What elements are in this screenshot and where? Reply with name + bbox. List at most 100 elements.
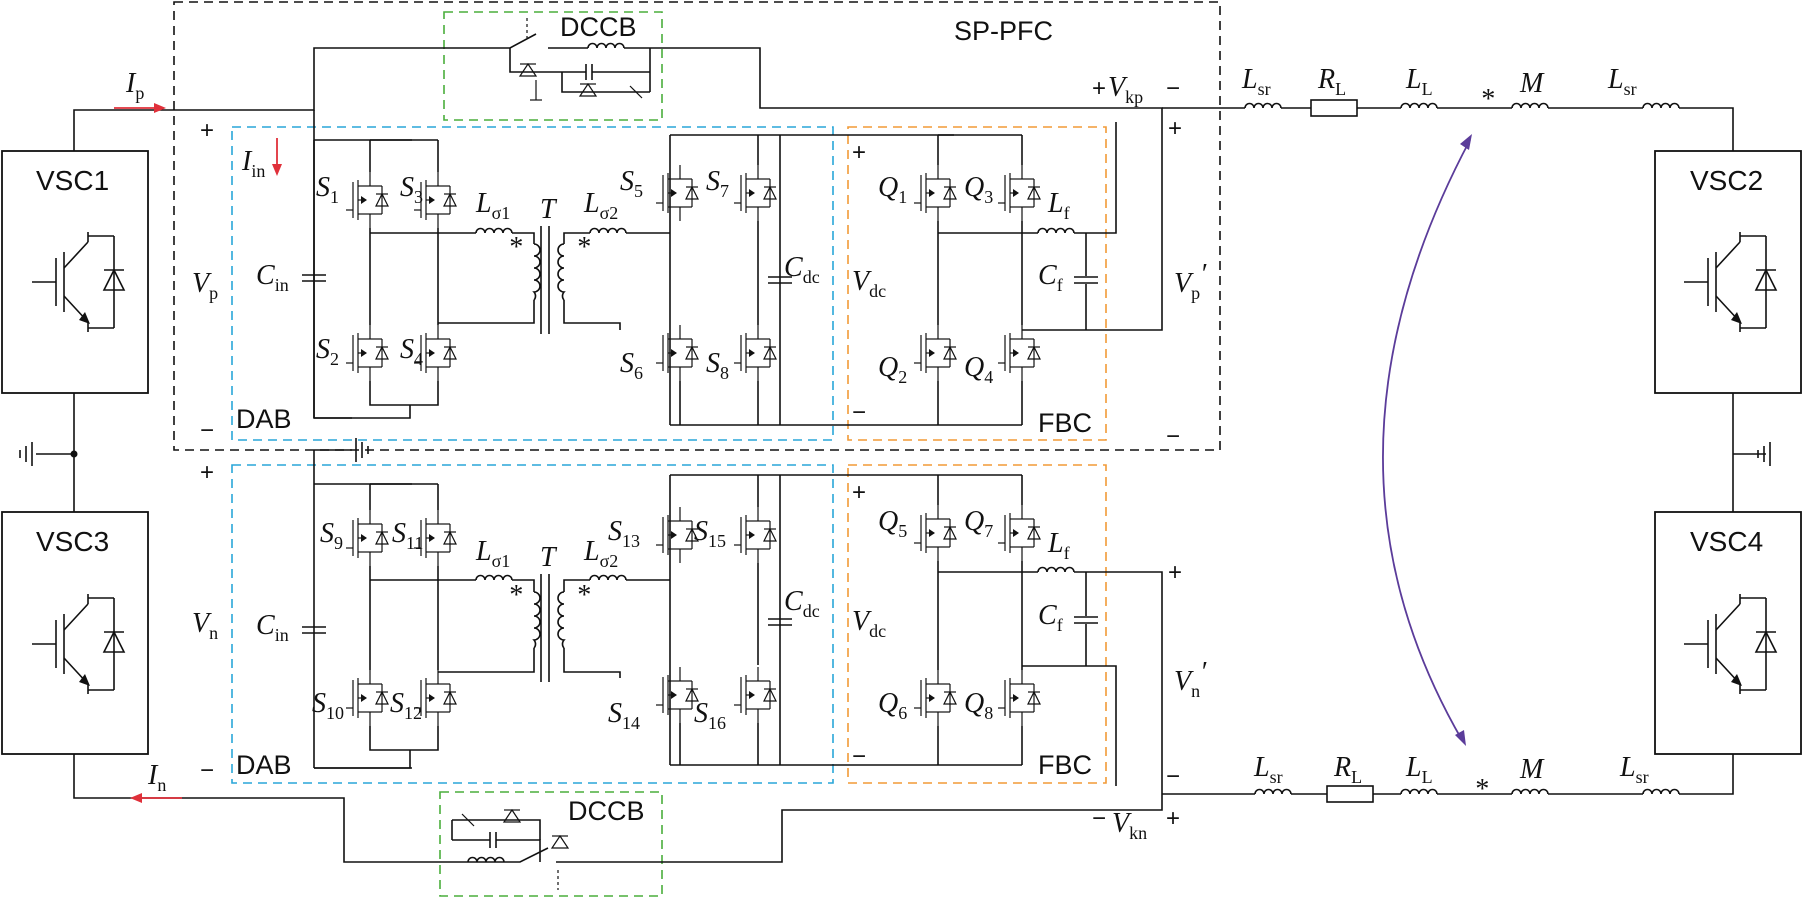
switch-s7-label: S7 bbox=[706, 166, 729, 201]
switch-q6-label: Q6 bbox=[878, 688, 907, 723]
vsc2-block: VSC2 bbox=[1654, 150, 1802, 394]
switch-q5-label: Q5 bbox=[878, 506, 907, 541]
plus-sign: + bbox=[200, 117, 214, 144]
lsr-bottom-right-label: Lsr bbox=[1619, 752, 1649, 787]
l-sigma2-bottom-label: Lσ2 bbox=[583, 536, 618, 571]
dab-top bbox=[301, 134, 1022, 426]
minus-sign: − bbox=[200, 757, 214, 784]
vsc2-label: VSC2 bbox=[1690, 165, 1763, 196]
l-sigma1-bottom-label: Lσ1 bbox=[475, 536, 510, 571]
plus-sign: + bbox=[852, 479, 866, 506]
dccb-top-frame bbox=[443, 11, 663, 121]
voltage-vdc-bottom-label: Vdc bbox=[852, 606, 886, 641]
dot-top-primary: * bbox=[508, 232, 522, 263]
switch-q1-label: Q1 bbox=[878, 172, 907, 207]
switch-s15-label: S15 bbox=[694, 516, 726, 551]
ll-top-label: LL bbox=[1405, 64, 1433, 99]
current-iin-label: Iin bbox=[241, 146, 265, 181]
minus-sign: − bbox=[852, 743, 866, 770]
switch-q7-label: Q7 bbox=[964, 506, 993, 541]
dccb-top-label: DCCB bbox=[560, 12, 637, 42]
vsc3-label: VSC3 bbox=[36, 526, 109, 557]
switch-s12-label: S12 bbox=[390, 688, 422, 723]
switch-s13-label: S13 bbox=[608, 516, 640, 551]
dot-bottom-line: * bbox=[1474, 774, 1488, 805]
rl-top-label: RL bbox=[1317, 64, 1346, 99]
switch-s1-label: S1 bbox=[316, 172, 339, 207]
vkp-plus-sign: + bbox=[1092, 75, 1106, 102]
switch-s10-label: S10 bbox=[312, 688, 344, 723]
m-bottom-label: M bbox=[1519, 754, 1545, 785]
dot-top-line: * bbox=[1480, 84, 1494, 115]
minus-sign: − bbox=[852, 399, 866, 426]
cf-bottom-label: Cf bbox=[1038, 600, 1063, 635]
dccb-bottom-frame bbox=[439, 791, 663, 897]
switch-q8-label: Q8 bbox=[964, 688, 993, 723]
voltage-vp-label: Vp bbox=[192, 268, 218, 303]
vsc4-label: VSC4 bbox=[1690, 526, 1763, 557]
switch-s9-label: S9 bbox=[320, 518, 343, 553]
dab-bottom bbox=[301, 474, 1022, 769]
plus-sign: + bbox=[852, 139, 866, 166]
dccb-top-circuit bbox=[488, 18, 662, 101]
vkn-plus-sign: + bbox=[1166, 805, 1180, 832]
lsr-top-left-label: Lsr bbox=[1241, 64, 1271, 99]
plus-sign: + bbox=[1168, 559, 1182, 586]
dab-bottom-frame bbox=[231, 464, 834, 784]
voltage-vn-label: Vn bbox=[192, 608, 218, 643]
l-sigma2-top-label: Lσ2 bbox=[583, 188, 618, 223]
fbc-bottom-label: FBC bbox=[1038, 750, 1092, 780]
voltage-vdc-top-label: Vdc bbox=[852, 266, 886, 301]
lsr-bottom-left-label: Lsr bbox=[1253, 752, 1283, 787]
switch-q4-label: Q4 bbox=[964, 352, 993, 387]
vkp-minus-sign: − bbox=[1166, 75, 1180, 102]
dccb-bottom-circuit bbox=[451, 808, 662, 890]
lsr-top-right-label: Lsr bbox=[1607, 64, 1637, 99]
cin-bottom-label: Cin bbox=[256, 610, 289, 645]
vkn-minus-sign: − bbox=[1092, 805, 1106, 832]
transformer-bottom-label: T bbox=[540, 542, 558, 573]
cdc-top-label: Cdc bbox=[784, 252, 820, 287]
switch-s3-label: S3 bbox=[400, 172, 423, 207]
voltage-vkn-label: Vkn bbox=[1112, 808, 1147, 843]
voltage-vp-prime-label: Vp′ bbox=[1174, 259, 1207, 303]
switch-s5-label: S5 bbox=[620, 166, 643, 201]
switch-s6-label: S6 bbox=[620, 348, 643, 383]
vsc3-block: VSC3 bbox=[1, 511, 149, 755]
dot-bottom-primary: * bbox=[508, 580, 522, 611]
l-sigma1-top-label: Lσ1 bbox=[475, 188, 510, 223]
dccb-bottom-label: DCCB bbox=[568, 796, 645, 826]
plus-sign: + bbox=[200, 459, 214, 486]
switch-s2-label: S2 bbox=[316, 334, 339, 369]
switch-s11-label: S11 bbox=[392, 518, 423, 553]
switch-s16-label: S16 bbox=[694, 698, 726, 733]
switch-s14-label: S14 bbox=[608, 698, 640, 733]
plus-sign: + bbox=[1168, 115, 1182, 142]
transformer-top-label: T bbox=[540, 194, 558, 225]
switch-q2-label: Q2 bbox=[878, 352, 907, 387]
fbc-bottom bbox=[913, 475, 1163, 786]
cin-top-label: Cin bbox=[256, 260, 289, 295]
dab-bottom-label: DAB bbox=[236, 750, 292, 780]
m-top-label: M bbox=[1519, 68, 1545, 99]
vsc1-label: VSC1 bbox=[36, 165, 109, 196]
current-in-label: In bbox=[147, 760, 166, 795]
dot-bottom-secondary: * bbox=[576, 580, 590, 611]
cf-top-label: Cf bbox=[1038, 260, 1063, 295]
sp-pfc-label: SP-PFC bbox=[954, 16, 1053, 46]
dab-top-label: DAB bbox=[236, 404, 292, 434]
rl-bottom-label: RL bbox=[1333, 752, 1362, 787]
minus-sign: − bbox=[200, 417, 214, 444]
ll-bottom-label: LL bbox=[1405, 752, 1433, 787]
vsc4-block: VSC4 bbox=[1654, 511, 1802, 755]
fbc-top-label: FBC bbox=[1038, 408, 1092, 438]
switch-s8-label: S8 bbox=[706, 348, 729, 383]
sp-pfc-frame bbox=[173, 1, 1221, 451]
vsc1-block: VSC1 bbox=[1, 150, 149, 394]
current-ip-label: Ip bbox=[125, 68, 144, 103]
fbc-bottom-frame bbox=[847, 464, 1107, 784]
voltage-vkp-label: Vkp bbox=[1108, 72, 1143, 107]
switch-q3-label: Q3 bbox=[964, 172, 993, 207]
dab-top-frame bbox=[231, 126, 834, 441]
